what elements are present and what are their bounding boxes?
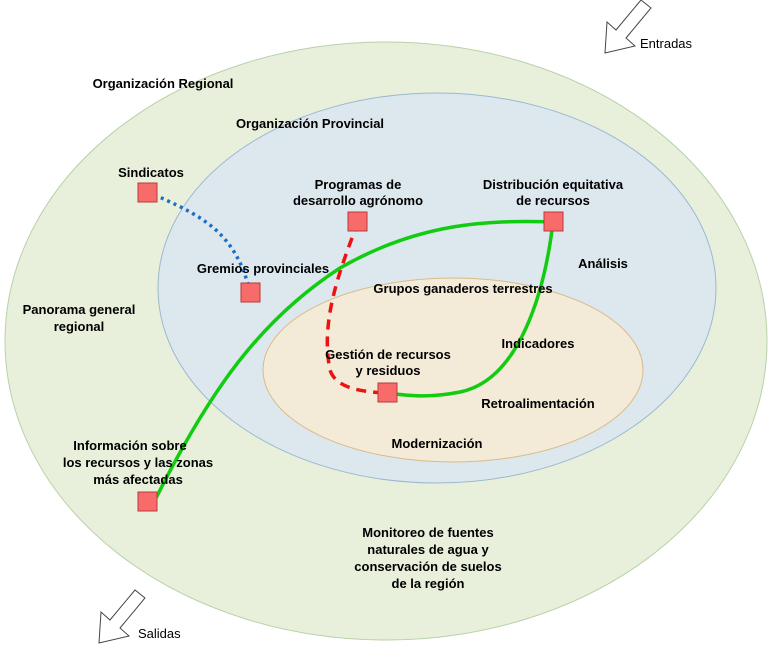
red-dashed-link: [325, 221, 389, 395]
node-programas[interactable]: [347, 211, 368, 232]
panorama-label-line1: Panorama general: [23, 302, 136, 317]
output-arrow-label: Salidas: [138, 626, 181, 641]
monitoreo-label-line2: naturales de agua y: [367, 542, 489, 557]
gestion-label-line2: y residuos: [355, 363, 420, 378]
output-arrow-icon: [98, 589, 146, 644]
gremios-label: Gremios provinciales: [197, 261, 329, 276]
regional-label: Organización Regional: [93, 76, 234, 91]
input-arrow-icon: [604, 0, 652, 54]
distribucion-label-line1: Distribución equitativa: [483, 177, 624, 192]
programas-label-line2: desarrollo agrónomo: [293, 193, 423, 208]
provincial-label: Organización Provincial: [236, 116, 384, 131]
groups-label: Grupos ganaderos terrestres: [373, 281, 552, 296]
programas-label-line1: Programas de: [315, 177, 402, 192]
analisis-label: Análisis: [578, 256, 628, 271]
node-sindicatos[interactable]: [137, 182, 158, 203]
informacion-label-line2: los recursos y las zonas: [63, 455, 213, 470]
sindicatos-label: Sindicatos: [118, 165, 184, 180]
node-gestion[interactable]: [377, 382, 398, 403]
groups-ellipse: [262, 277, 644, 463]
green-link-distribution-to-gestion: [387, 221, 555, 398]
distribucion-label-line2: de recursos: [516, 193, 590, 208]
gestion-label-line1: Gestión de recursos: [325, 347, 451, 362]
panorama-label-line2: regional: [54, 319, 105, 334]
green-link-info-to-distribution: [153, 219, 554, 501]
monitoreo-label-line3: conservación de suelos: [354, 559, 501, 574]
node-gremios[interactable]: [240, 282, 261, 303]
node-distribucion[interactable]: [543, 211, 564, 232]
input-arrow-label: Entradas: [640, 36, 693, 51]
modernizacion-label: Modernización: [391, 436, 482, 451]
monitoreo-label-line4: de la región: [392, 576, 465, 591]
node-informacion[interactable]: [137, 491, 158, 512]
informacion-label-line3: más afectadas: [93, 472, 183, 487]
monitoreo-label-line1: Monitoreo de fuentes: [362, 525, 493, 540]
informacion-label-line1: Información sobre: [73, 438, 186, 453]
indicadores-label: Indicadores: [502, 336, 575, 351]
retroalimentacion-label: Retroalimentación: [481, 396, 594, 411]
